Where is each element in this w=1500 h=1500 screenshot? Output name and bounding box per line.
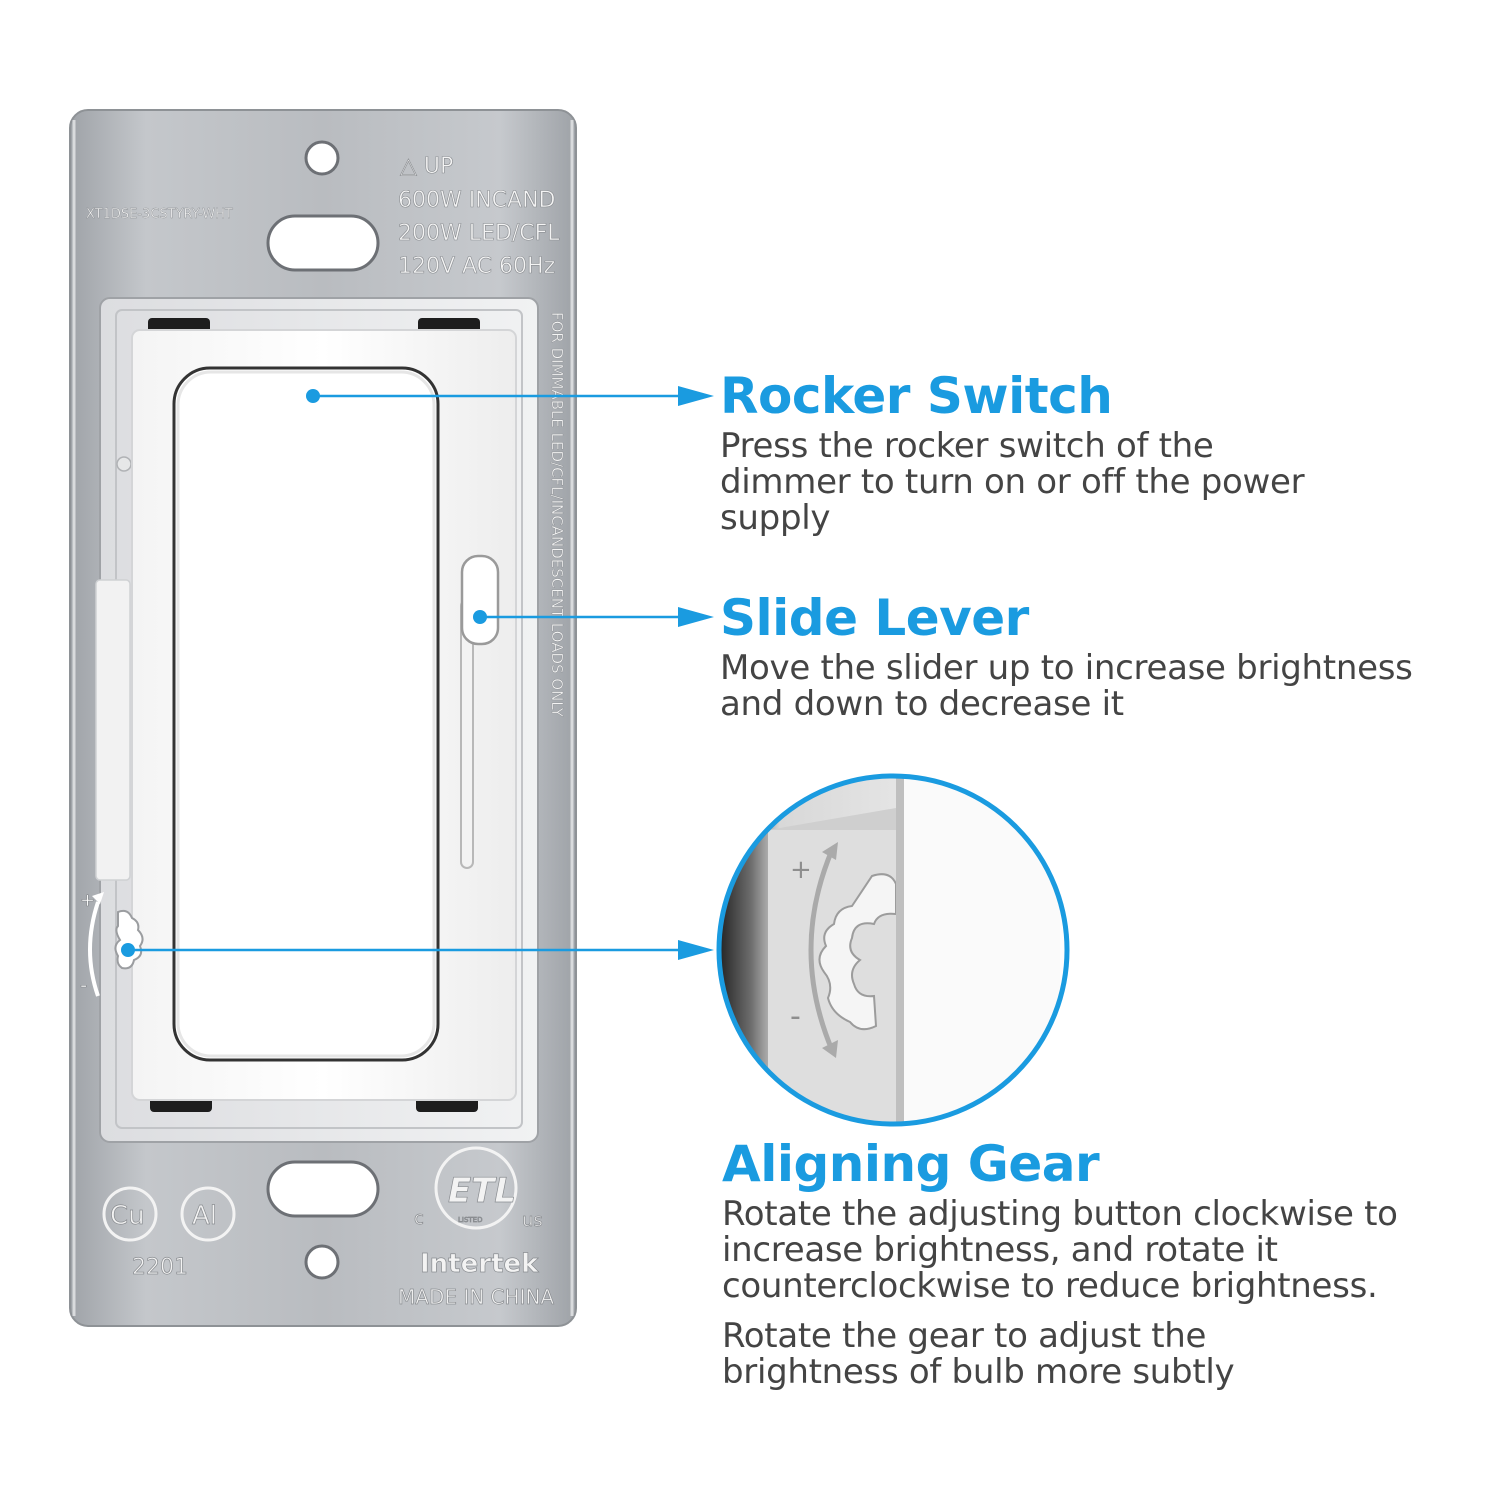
cert-al-text: Al xyxy=(192,1201,217,1231)
callout-slide xyxy=(473,607,714,627)
feature-aligning-gear: Aligning Gear Rotate the adjusting butto… xyxy=(722,1136,1492,1390)
date-code: 2201 xyxy=(132,1255,188,1280)
zoom-minus-mark: - xyxy=(790,999,801,1034)
gear-adjust-area: + - xyxy=(80,890,144,997)
etl-c-text: c xyxy=(414,1208,424,1229)
top-screw-hole xyxy=(304,140,340,176)
slide-lever-knob[interactable] xyxy=(460,554,500,646)
zoom-ring xyxy=(716,773,1070,1127)
etl-text: ETL xyxy=(448,1171,516,1211)
plate-marking-led: 200W LED/CFL xyxy=(398,221,560,246)
gear-zoom-callout: + - xyxy=(716,773,1070,1127)
gear-minus-mark: - xyxy=(80,973,87,997)
maker-text: Intertek xyxy=(420,1249,539,1279)
plate-model-code: XT1DSE-3CSTYRY-WHT xyxy=(86,207,233,222)
feature-title-slide: Slide Lever xyxy=(720,589,1029,647)
feature-rocker-switch: Rocker Switch Press the rocker switch of… xyxy=(720,368,1420,536)
plate-marking-voltage: 120V AC 60Hz xyxy=(398,254,555,279)
al-mark xyxy=(180,1186,236,1242)
cu-mark xyxy=(102,1186,158,1242)
feature-desc-rocker: Press the rocker switch of the dimmer to… xyxy=(720,426,1305,538)
feature-desc-gear-subtle: Rotate the gear to adjust the brightness… xyxy=(722,1316,1235,1392)
bottom-mount-slot xyxy=(266,1160,380,1218)
feature-slide-lever: Slide Lever Move the slider up to increa… xyxy=(720,590,1480,722)
callout-gear xyxy=(121,940,714,960)
etl-listed-text: LISTED xyxy=(458,1216,483,1224)
plate-marking-incandescent: 600W INCAND xyxy=(398,188,556,213)
feature-title-gear: Aligning Gear xyxy=(722,1135,1100,1193)
origin-text: MADE IN CHINA xyxy=(398,1285,554,1309)
top-mount-slot xyxy=(266,214,380,272)
gear-plus-mark: + xyxy=(80,890,95,911)
callout-rocker xyxy=(306,386,714,406)
rocker-paddle[interactable] xyxy=(172,366,440,1062)
feature-desc-gear: Rotate the adjusting button clockwise to… xyxy=(722,1194,1398,1306)
feature-title-rocker: Rocker Switch xyxy=(720,367,1113,425)
zoom-plus-mark: + xyxy=(790,855,812,885)
zoom-gear-icon xyxy=(818,873,897,1031)
etl-us-text: us xyxy=(522,1210,543,1231)
etl-mark xyxy=(434,1146,518,1230)
plate-side-text: FOR DIMMABLE LED/CFL/INCANDESCENT LOADS … xyxy=(548,312,566,718)
cert-cu-text: Cu xyxy=(110,1201,145,1231)
bottom-screw-hole xyxy=(304,1244,340,1280)
feature-desc-slide: Move the slider up to increase brightnes… xyxy=(720,648,1413,724)
plate-marking-up: △ UP xyxy=(400,154,453,179)
